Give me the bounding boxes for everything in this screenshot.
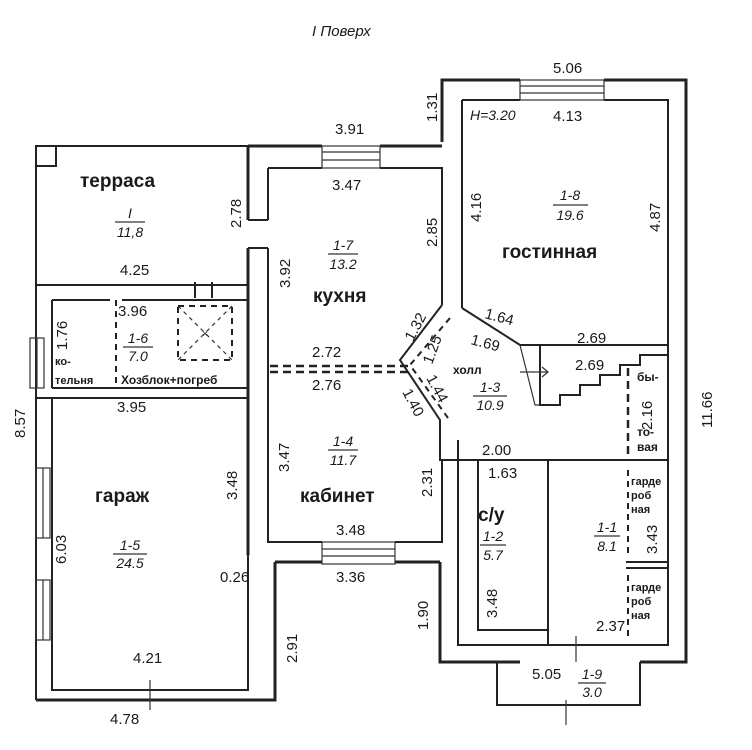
svg-text:×: ×	[202, 329, 208, 340]
dim-label: 3.48	[336, 522, 365, 539]
room-area-study: 11.7	[330, 452, 357, 468]
room-code-corridor: 1-1	[597, 519, 617, 535]
room-name-kitchen: кухня	[313, 286, 366, 307]
dim-label: 3.47	[332, 177, 361, 194]
dim-label: 3.92	[277, 259, 294, 288]
room-code-garage: 1-5	[120, 537, 140, 553]
room-area-hall: 10.9	[476, 397, 503, 413]
room-name-wardrobe1-3: ная	[631, 504, 650, 516]
room-code-wc: 1-2	[483, 528, 503, 544]
dim-label: 2.16	[639, 401, 656, 430]
room-name-utility-2: то-	[637, 425, 654, 439]
dim-label: 4.13	[553, 108, 582, 125]
dim-label: 5.05	[532, 666, 561, 683]
room-code-boiler: 1-6	[128, 330, 148, 346]
room-area-kitchen: 13.2	[329, 256, 356, 272]
room-name-study: кабинет	[300, 486, 375, 507]
dim-label: 2.37	[596, 618, 625, 635]
dim-label: 8.57	[12, 409, 29, 438]
dim-label: 1.76	[54, 321, 71, 350]
room-area-garage: 24.5	[115, 555, 143, 571]
room-name-boiler-1: ко-	[55, 356, 71, 368]
room-name-wardrobe2-1: гарде	[631, 582, 661, 594]
room-name-terrace: терраса	[80, 171, 155, 192]
dim-label: 3.43	[644, 525, 661, 554]
dim-label: 3.95	[117, 399, 146, 416]
dim-label: 5.06	[553, 60, 582, 77]
dim-label: 1.31	[424, 93, 441, 122]
dim-label: 4.25	[120, 262, 149, 279]
room-code-terrace: I	[128, 205, 132, 221]
room-code-living: 1-8	[560, 187, 580, 203]
room-name-utility-1: бы-	[637, 370, 659, 384]
dim-label: 2.78	[228, 199, 245, 228]
dim-label: 2.76	[312, 377, 341, 394]
dim-label: 2.00	[482, 442, 511, 459]
dim-label: 6.03	[53, 535, 70, 564]
ceiling-height-note: H=3.20	[470, 107, 516, 123]
dim-label: 4.78	[110, 711, 139, 728]
dim-label: 1.63	[488, 465, 517, 482]
room-name-wardrobe2-2: роб	[631, 596, 651, 608]
dim-label: 2.69	[577, 330, 606, 347]
room-name-boiler-2: тельня	[55, 375, 93, 387]
room-name-garage: гараж	[95, 486, 150, 507]
dim-label: 1.40	[398, 386, 427, 420]
room-name-utility-3: вая	[637, 440, 658, 454]
room-area-corridor: 8.1	[597, 538, 616, 554]
dim-label: 4.21	[133, 650, 162, 667]
dim-label: 0.26	[220, 569, 249, 586]
room-area-terrace: 11,8	[117, 224, 143, 240]
dim-label: 3.47	[276, 443, 293, 472]
dim-label: 3.91	[335, 121, 364, 138]
dim-label: 1.64	[483, 305, 516, 329]
room-area-wc: 5.7	[483, 547, 504, 563]
room-name-wc: с/у	[478, 505, 505, 526]
dim-label: 3.36	[336, 569, 365, 586]
room-name-wardrobe2-3: ная	[631, 610, 650, 622]
dim-label: 2.72	[312, 344, 341, 361]
dim-label: 2.85	[424, 218, 441, 247]
dim-label: 2.91	[284, 634, 301, 663]
dim-label: 11.66	[699, 392, 716, 428]
dim-label: 3.96	[118, 303, 147, 320]
room-name-wardrobe1-2: роб	[631, 490, 651, 502]
room-area-boiler: 7.0	[128, 348, 148, 364]
room-labels: терраса I 11,8 1-7 13.2 кухня 1-8 19.6 г…	[55, 107, 661, 700]
dim-label: 2.31	[419, 468, 436, 497]
dim-label: 2.69	[575, 357, 604, 374]
room-code-hall: 1-3	[480, 379, 500, 395]
room-code-study: 1-4	[333, 433, 353, 449]
room-name-hall: холл	[453, 363, 482, 377]
room-area-living: 19.6	[556, 207, 583, 223]
dim-label: 1.25	[420, 333, 446, 366]
room-extra-boiler: Хозблок+погреб	[121, 373, 217, 387]
plan-title: I Поверх	[312, 23, 371, 40]
walls: ×	[29, 78, 688, 725]
dim-label: 3.48	[224, 471, 241, 500]
room-name-wardrobe1-1: гарде	[631, 476, 661, 488]
dim-label: 1.90	[415, 601, 432, 630]
room-code-kitchen: 1-7	[333, 237, 354, 253]
room-area-porch: 3.0	[582, 684, 602, 700]
dim-label: 4.16	[468, 193, 485, 222]
room-code-porch: 1-9	[582, 666, 602, 682]
dim-label: 1.69	[469, 331, 502, 355]
dim-label: 3.48	[484, 589, 501, 618]
room-name-living: гостинная	[502, 242, 597, 263]
dim-label: 4.87	[647, 203, 664, 232]
